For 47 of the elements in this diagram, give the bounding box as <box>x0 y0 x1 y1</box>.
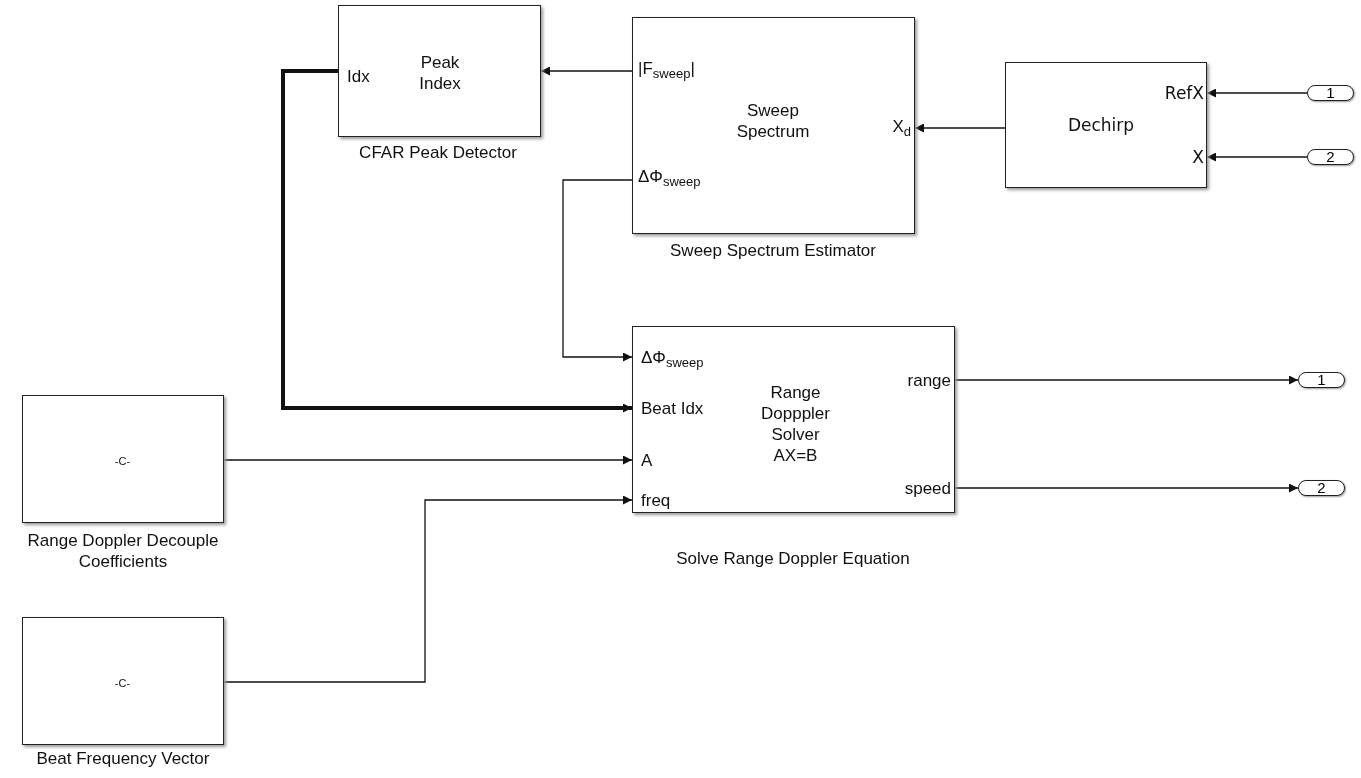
block-name: Beat Frequency Vector <box>35 748 211 769</box>
port-label: X <box>1191 147 1204 168</box>
block-label: Sweep Spectrum <box>735 100 811 142</box>
port-number: 2 <box>1317 481 1326 495</box>
block <box>22 395 224 523</box>
block-label: Peak Index <box>418 52 462 94</box>
port-terminal <box>1298 372 1345 388</box>
port-label: |F$_{sweep}$| <box>638 58 696 84</box>
block-name: CFAR Peak Detector <box>358 142 518 163</box>
bus-signal-line <box>281 69 632 413</box>
signal-line <box>223 495 633 683</box>
block-name: Range Doppler Decouple Coefficients <box>26 530 220 572</box>
port-label: freq <box>641 490 672 511</box>
port-label: RefX <box>1163 83 1204 104</box>
port-label: Idx <box>347 66 371 87</box>
port-number: 1 <box>1326 86 1335 100</box>
block <box>632 326 955 513</box>
signal-line <box>562 179 633 362</box>
block <box>338 5 541 137</box>
signal-line <box>540 66 633 76</box>
port-label: X$_{d}$ <box>891 116 911 142</box>
port-label: speed <box>903 478 951 499</box>
block-name: Solve Range Doppler Equation <box>675 548 911 569</box>
signal-line <box>954 483 1299 493</box>
port-label: ΔΦ$_{sweep}$ <box>641 347 705 373</box>
port-terminal <box>1307 85 1354 101</box>
port-number: 2 <box>1326 150 1335 164</box>
constant-value: -C- <box>113 454 132 469</box>
constant-value: -C- <box>113 676 132 691</box>
port-number: 1 <box>1317 373 1326 387</box>
port-label: ΔΦ$_{sweep}$ <box>638 166 702 192</box>
port-terminal <box>1307 149 1354 165</box>
signal-line <box>223 455 633 465</box>
block-label: Dechirp <box>1066 115 1136 136</box>
block <box>632 17 915 234</box>
signal-line <box>1206 152 1308 162</box>
port-terminal <box>1298 480 1345 496</box>
port-label: Beat Idx <box>641 398 705 419</box>
block <box>22 617 224 745</box>
port-label: range <box>906 370 951 391</box>
signal-line <box>1206 88 1308 98</box>
block-label: Range Dopppler Solver AX=B <box>760 382 831 466</box>
port-label: A <box>641 450 654 471</box>
block-name: Sweep Spectrum Estimator <box>669 240 877 261</box>
block <box>1005 62 1207 188</box>
signal-line <box>954 375 1299 385</box>
signal-line <box>914 123 1006 133</box>
